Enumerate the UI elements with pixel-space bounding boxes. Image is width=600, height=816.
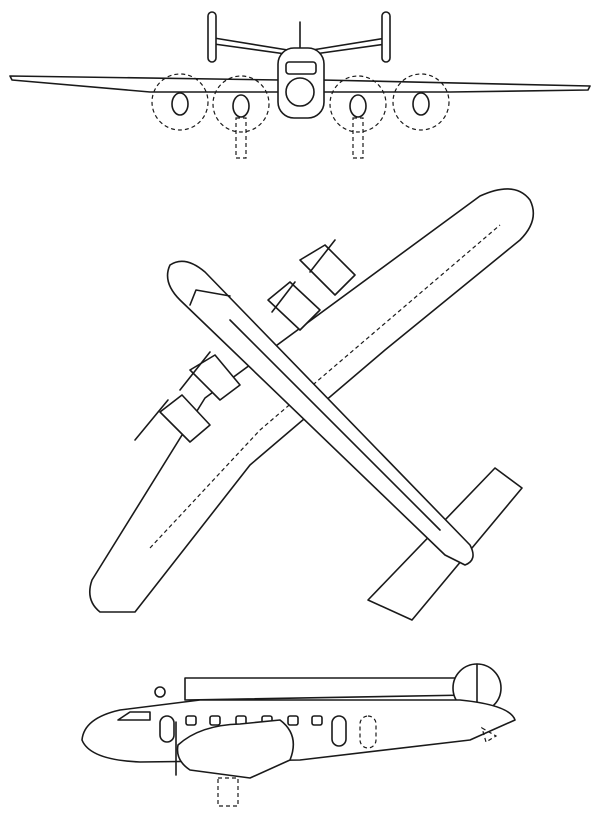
side-fuselage bbox=[81, 699, 516, 763]
direction-finder-loop bbox=[154, 686, 166, 698]
landing-gear bbox=[235, 117, 247, 159]
front-engines bbox=[151, 73, 450, 159]
fuselage-centerline bbox=[229, 319, 441, 531]
front-view bbox=[9, 11, 591, 159]
front-windscreen bbox=[285, 61, 317, 75]
plan-view bbox=[89, 188, 535, 621]
rear-door bbox=[331, 715, 347, 747]
front-wing-right bbox=[321, 79, 591, 93]
propeller-disc bbox=[392, 73, 450, 131]
engine-nacelle bbox=[171, 92, 189, 116]
engine-nacelle bbox=[349, 94, 367, 118]
front-wing-left bbox=[9, 75, 281, 93]
cockpit-window bbox=[117, 711, 151, 721]
engine-nacelle bbox=[189, 354, 241, 401]
propeller bbox=[271, 281, 296, 313]
landing-gear bbox=[352, 117, 364, 159]
propeller bbox=[134, 399, 169, 441]
front-nose bbox=[285, 77, 315, 107]
engine-nacelle bbox=[267, 281, 321, 331]
cabin-window bbox=[185, 715, 197, 726]
cabin-window bbox=[287, 715, 299, 726]
front-fin-right bbox=[381, 11, 391, 63]
engine-nacelle bbox=[159, 394, 211, 443]
cockpit-outline bbox=[189, 289, 231, 306]
wing-spar-line bbox=[149, 224, 501, 549]
rear-door-dashed bbox=[359, 715, 377, 749]
plan-engines bbox=[134, 239, 356, 443]
tail-wheel bbox=[481, 726, 498, 743]
front-fin-left bbox=[207, 11, 217, 63]
front-door bbox=[159, 715, 175, 743]
side-landing-gear bbox=[217, 777, 239, 807]
side-engine-nacelle bbox=[176, 719, 295, 779]
cabin-window bbox=[311, 715, 323, 726]
front-fuselage bbox=[277, 47, 325, 119]
propeller-disc bbox=[329, 75, 387, 133]
propeller bbox=[179, 351, 211, 391]
engine-nacelle bbox=[412, 92, 430, 116]
propeller-disc bbox=[151, 73, 209, 131]
engine-nacelle bbox=[299, 244, 356, 296]
side-view bbox=[81, 663, 516, 807]
plan-fuselage bbox=[166, 260, 474, 566]
propeller bbox=[309, 239, 336, 273]
propeller-disc bbox=[212, 75, 270, 133]
side-tail-boom bbox=[184, 677, 471, 701]
engine-nacelle bbox=[232, 94, 250, 118]
cabin-window bbox=[209, 715, 221, 726]
